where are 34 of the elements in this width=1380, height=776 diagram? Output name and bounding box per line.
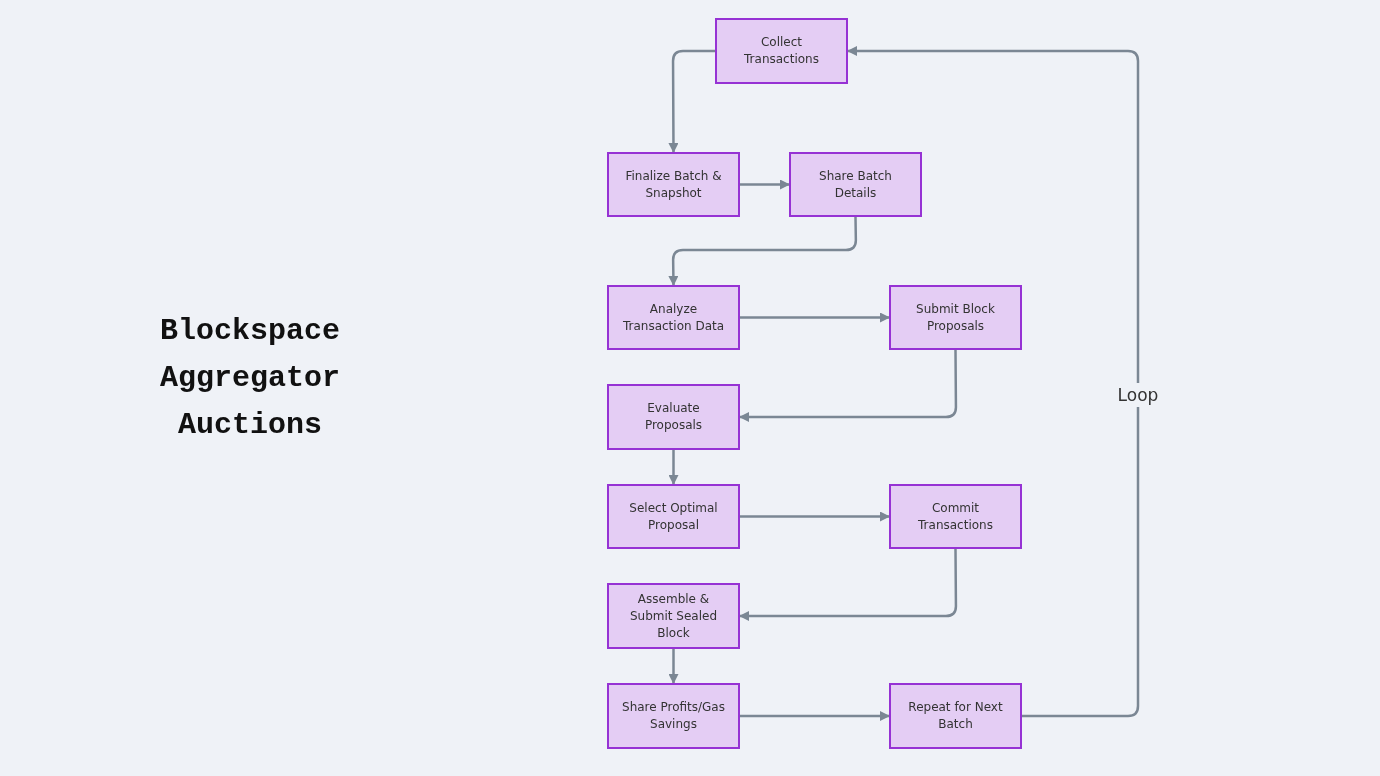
- arrow: [740, 711, 890, 721]
- arrow: [668, 49, 715, 153]
- process-box: [889, 683, 1022, 749]
- process-box: [607, 152, 740, 217]
- process-box: [889, 484, 1022, 549]
- node-text: Finalize Batch & Snapshot: [624, 167, 723, 202]
- process-box: [715, 18, 848, 84]
- node-text: Share Profits/Gas Savings: [621, 699, 726, 733]
- node-text: Select Optimal Proposal: [628, 499, 719, 534]
- process-box: [607, 285, 740, 350]
- process-box: [607, 384, 740, 450]
- node-text: Submit Block Proposals: [915, 300, 996, 335]
- node-text: Commit Transactions: [917, 499, 994, 534]
- arrow: [739, 350, 958, 422]
- diagram-title: Blockspace Aggregator Auctions: [159, 313, 341, 444]
- node-text: Repeat for Next Batch: [907, 699, 1004, 733]
- arrow: [740, 312, 890, 323]
- process-box: [789, 152, 922, 217]
- process-box: [607, 583, 740, 649]
- node-text: Evaluate Proposals: [643, 400, 704, 434]
- arrow: [740, 179, 790, 190]
- node-text: Assemble & Submit Sealed Block: [628, 590, 719, 642]
- node-text: Share Batch Details: [818, 167, 893, 202]
- arrow: [668, 649, 679, 684]
- arrow: [739, 549, 958, 621]
- process-box: [889, 285, 1022, 350]
- arrow: [668, 217, 858, 286]
- node-text: Analyze Transaction Data: [621, 300, 726, 335]
- arrow: [740, 511, 890, 522]
- process-box: [607, 484, 740, 549]
- node-text: Collect Transactions: [743, 34, 820, 68]
- process-box: [607, 683, 740, 749]
- arrow: [668, 450, 679, 485]
- arrow: [847, 46, 1140, 718]
